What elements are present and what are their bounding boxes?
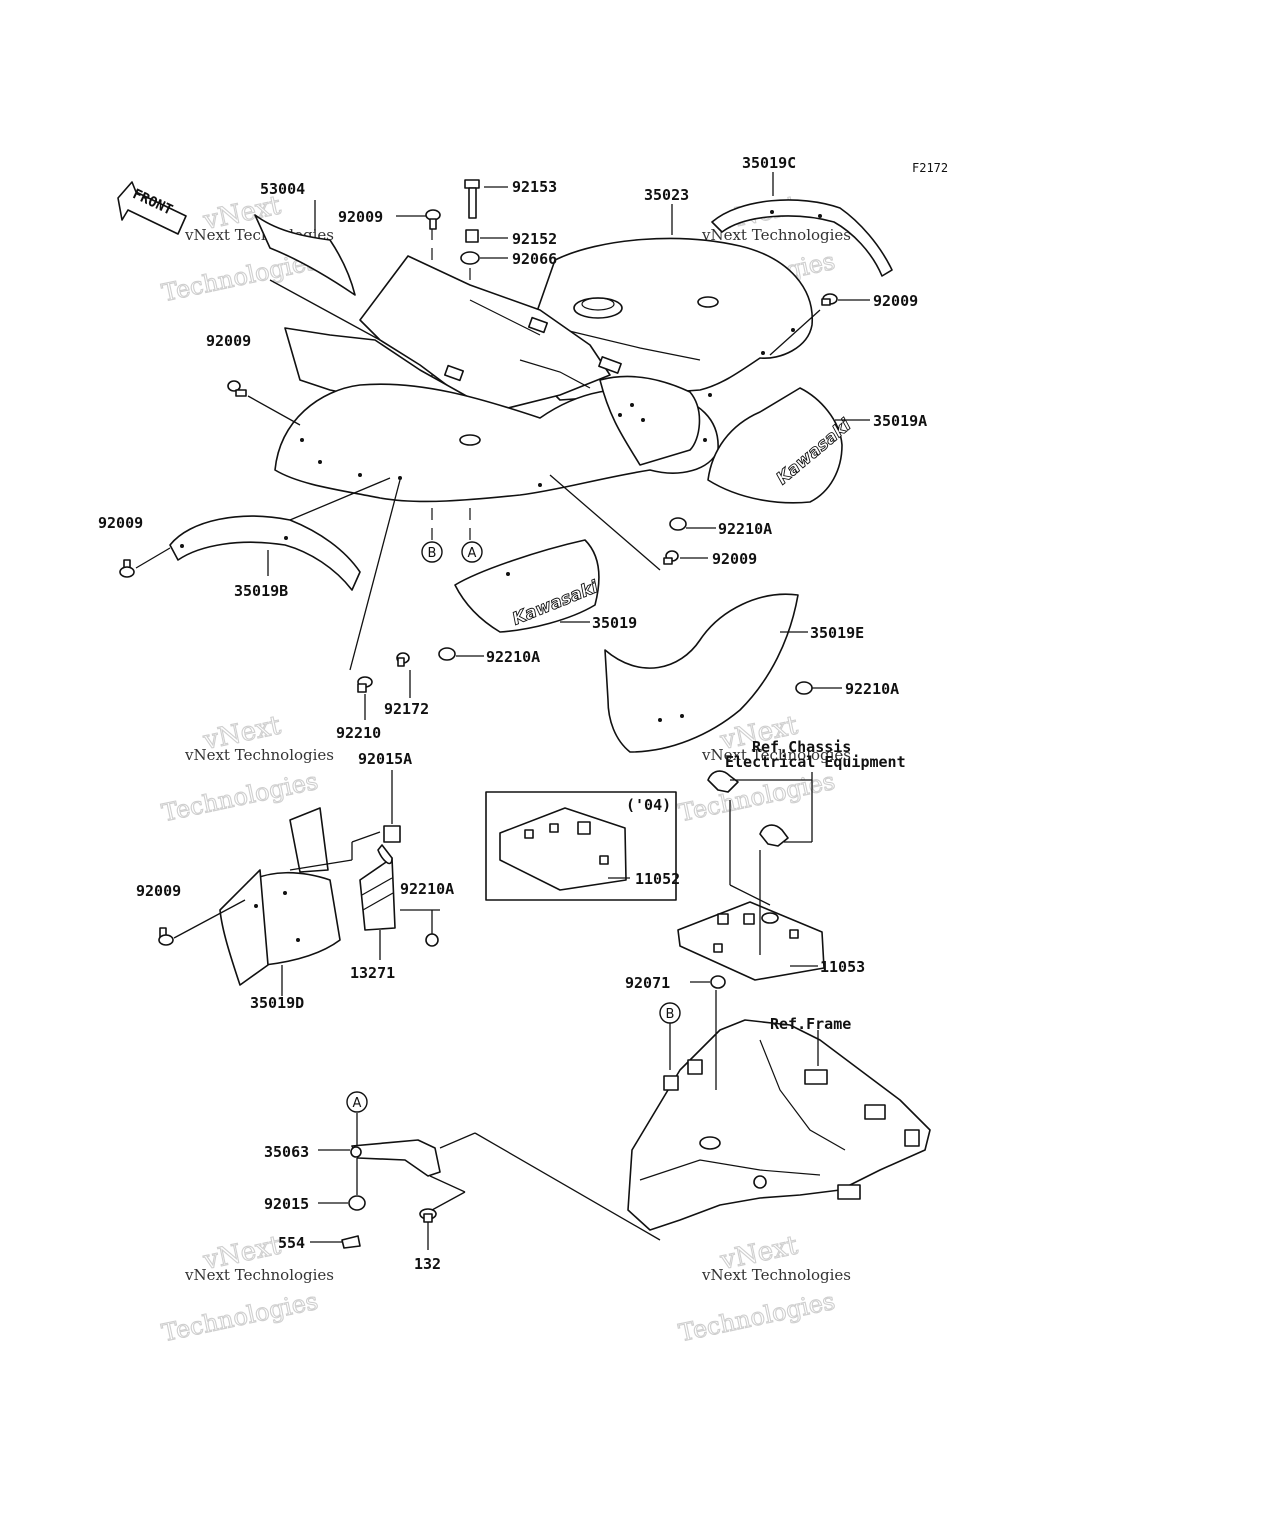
side-cover-35019a: Kawasaki bbox=[707, 387, 856, 504]
grommet-92071-icon bbox=[710, 975, 726, 989]
part-label: 92009 bbox=[873, 292, 918, 310]
callout-b-upper: B bbox=[421, 541, 443, 563]
callout-letter: A bbox=[353, 1096, 362, 1111]
part-label: 35019B bbox=[234, 582, 288, 600]
part-label: 92009 bbox=[206, 332, 251, 350]
callout-letter: B bbox=[428, 546, 437, 561]
front-fender-assembly bbox=[274, 255, 719, 503]
watermark-word: Technologies bbox=[159, 1287, 320, 1347]
callout-a-upper: A bbox=[461, 541, 483, 563]
side-cover-35019: Kawasaki bbox=[454, 539, 603, 633]
watermark-caption: vNext Technologies bbox=[184, 1266, 334, 1284]
part-label: 35063 bbox=[264, 1143, 309, 1161]
part-label: 92015A bbox=[358, 750, 412, 768]
callout-letter: B bbox=[666, 1007, 675, 1022]
part-label: 92210A bbox=[845, 680, 899, 698]
bolt-132-icon bbox=[419, 1208, 437, 1223]
nut-92210a-icon bbox=[795, 681, 813, 695]
watermark-caption: vNext Technologies bbox=[701, 226, 851, 244]
fender-flap-35019b bbox=[169, 515, 361, 591]
part-label: 554 bbox=[278, 1234, 305, 1252]
watermark-caption: vNext Technologies bbox=[701, 746, 851, 764]
ref-electrical-note: Electrical Equipment bbox=[725, 753, 906, 771]
bracket-35063 bbox=[350, 1139, 441, 1177]
part-label: 92009 bbox=[712, 550, 757, 568]
part-labels: 53004 92009 92153 92152 92066 35023 3501… bbox=[98, 154, 927, 1273]
ref-chassis-note: Ref.Chassis bbox=[752, 738, 851, 756]
part-label: 92172 bbox=[384, 700, 429, 718]
front-arrow-icon: FRONT bbox=[117, 181, 187, 235]
screw-92009-icon bbox=[158, 927, 174, 946]
watermark-word: Technologies bbox=[676, 1287, 837, 1347]
watermark-mid-left: vNext vNext Technologies Technologies bbox=[159, 710, 334, 828]
part-label: 92210A bbox=[718, 520, 772, 538]
decal-53004 bbox=[254, 214, 356, 296]
part-label: 11053 bbox=[820, 958, 865, 976]
part-label: 132 bbox=[414, 1255, 441, 1273]
part-label: 92071 bbox=[625, 974, 670, 992]
screw-92009-icon bbox=[119, 559, 135, 578]
screw-92009-icon bbox=[663, 550, 679, 565]
part-label: 35019 bbox=[592, 614, 637, 632]
collar-92152-icon bbox=[465, 229, 479, 243]
part-label: 92152 bbox=[512, 230, 557, 248]
cotter-pin-554-icon bbox=[341, 1235, 361, 1249]
callout-letter: A bbox=[468, 546, 477, 561]
part-label: 35023 bbox=[644, 186, 689, 204]
screw-92009-icon bbox=[821, 293, 838, 306]
year-variant-box: ('04) bbox=[485, 791, 677, 901]
watermark-caption: vNext Technologies bbox=[701, 1266, 851, 1284]
clip-92015a-icon bbox=[383, 825, 401, 843]
screw-92009-icon bbox=[425, 209, 441, 230]
figure-code: F2172 bbox=[912, 161, 948, 175]
part-label: 35019C bbox=[742, 154, 796, 172]
part-label: 92153 bbox=[512, 178, 557, 196]
callout-a-bracket: A bbox=[346, 1091, 368, 1113]
chassis-clamps bbox=[707, 770, 789, 847]
nut-92015-icon bbox=[348, 1195, 366, 1211]
part-label: 92210 bbox=[336, 724, 381, 742]
leader-lines bbox=[135, 172, 870, 1250]
part-label: 13271 bbox=[350, 964, 395, 982]
battery-tray-11053 bbox=[677, 901, 825, 981]
part-label: 35019E bbox=[810, 624, 864, 642]
part-label: 92009 bbox=[136, 882, 181, 900]
nut-92210a-icon bbox=[438, 647, 456, 661]
year-note: ('04) bbox=[626, 796, 671, 814]
inner-fender-35019e bbox=[604, 593, 799, 753]
guard-13271 bbox=[359, 844, 396, 931]
mud-guard-35019d bbox=[219, 807, 341, 986]
bolt-92153-icon bbox=[464, 179, 480, 219]
part-label: 92009 bbox=[338, 208, 383, 226]
part-label: 92015 bbox=[264, 1195, 309, 1213]
watermark-word: Technologies bbox=[676, 767, 837, 827]
part-label: 53004 bbox=[260, 180, 305, 198]
watermark-caption: vNext Technologies bbox=[184, 746, 334, 764]
part-label: 92009 bbox=[98, 514, 143, 532]
part-label: 92210A bbox=[400, 880, 454, 898]
callout-b-frame: B bbox=[659, 1002, 681, 1024]
part-label: 11052 bbox=[635, 870, 680, 888]
watermark-bottom-left: vNext vNext Technologies Technologies bbox=[159, 1230, 334, 1348]
screw-92009-icon bbox=[227, 380, 247, 397]
part-label: 35019D bbox=[250, 994, 304, 1012]
ref-frame-note: Ref.Frame bbox=[770, 1015, 851, 1033]
part-label: 92210A bbox=[486, 648, 540, 666]
fasteners bbox=[119, 179, 838, 1249]
watermark-bottom-right: vNext vNext Technologies Technologies bbox=[676, 1230, 851, 1348]
nut-92210a-icon bbox=[425, 933, 439, 947]
screw-92210-icon bbox=[357, 676, 373, 693]
fender-trim-35019c bbox=[711, 199, 893, 277]
grommet-92066-icon bbox=[460, 251, 480, 265]
part-label: 35019A bbox=[873, 412, 927, 430]
screw-92172-icon bbox=[396, 652, 410, 667]
frame-assembly bbox=[627, 1019, 931, 1231]
nut-92210a-icon bbox=[669, 517, 687, 531]
part-label: 92066 bbox=[512, 250, 557, 268]
